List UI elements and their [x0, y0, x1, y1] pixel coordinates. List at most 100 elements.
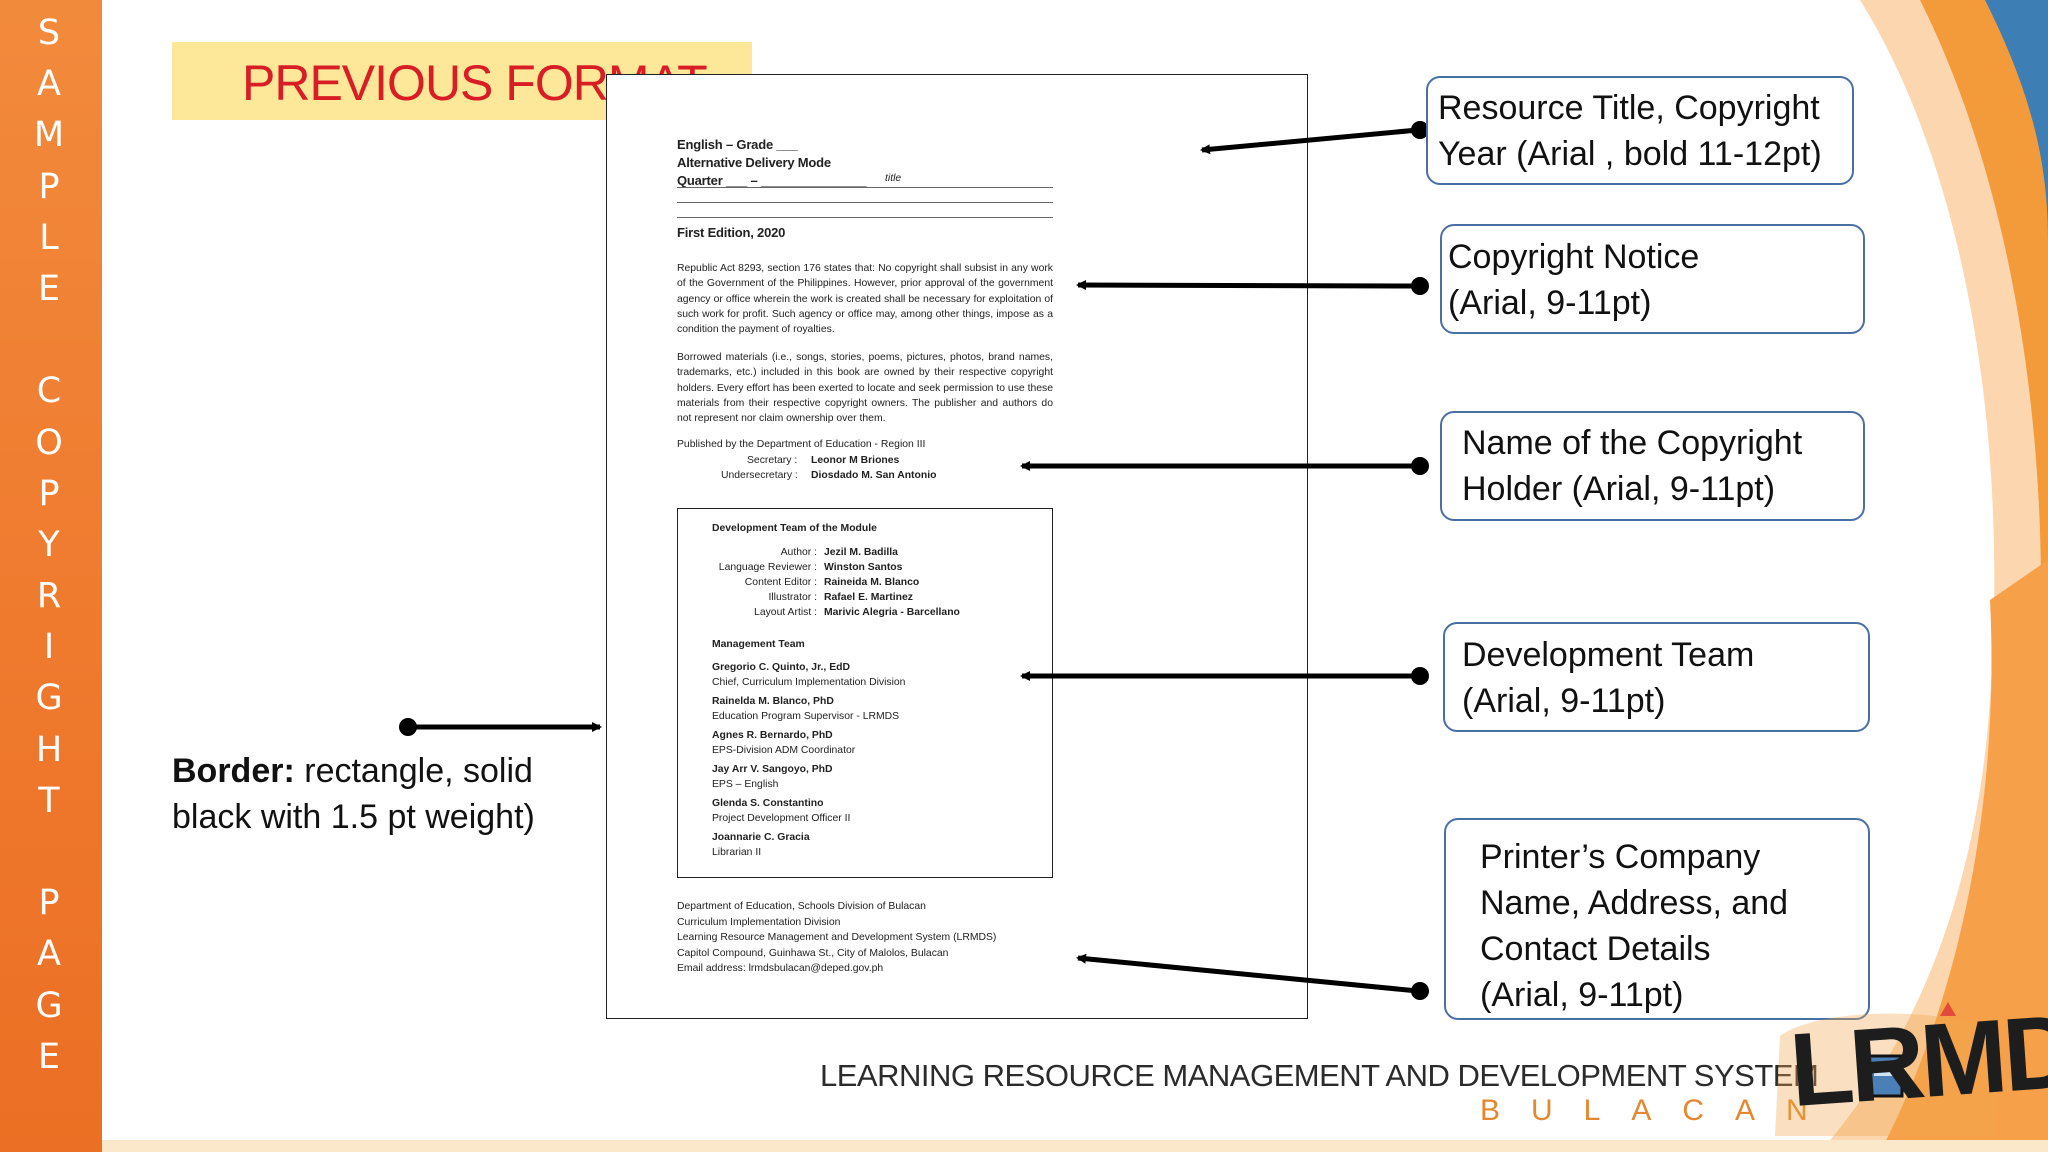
side-letter: S: [37, 13, 61, 53]
management-title: Chief, Curriculum Implementation Divisio…: [712, 677, 906, 688]
side-letter: P: [38, 166, 60, 207]
management-name: Jay Arr V. Sangoyo, PhD: [712, 764, 833, 775]
footer-location: BULACAN: [1480, 1094, 1839, 1127]
doc-borrowed-paragraph: Borrowed materials (i.e., songs, stories…: [677, 352, 1053, 425]
dev-role-name: Rafael E. Martinez: [824, 592, 913, 603]
doc-secretary-label: Secretary :: [747, 455, 798, 466]
management-name: Agnes R. Bernardo, PhD: [712, 730, 833, 741]
arrow-border: [399, 718, 602, 736]
dev-role-label: Content Editor :: [744, 577, 817, 588]
document-page: English – Grade ___ Alternative Delivery…: [606, 74, 1308, 1019]
doc-copyright-paragraph: Republic Act 8293, section 176 states th…: [677, 263, 1053, 336]
side-letter: Y: [38, 524, 60, 565]
callout-development-team: Development Team (Arial, 9-11pt): [1443, 622, 1870, 732]
callout-line: (Arial, 9-11pt): [1462, 682, 1666, 720]
side-letter: O: [35, 422, 63, 463]
dev-role-label: Author :: [780, 547, 817, 558]
doc-undersecretary-name: Diosdado M. San Antonio: [811, 470, 937, 481]
management-name: Gregorio C. Quinto, Jr., EdD: [712, 662, 850, 673]
management-title: Project Development Officer II: [712, 813, 851, 824]
callout-line: Printer’s Company: [1480, 838, 1761, 876]
dev-role-name: Raineida M. Blanco: [824, 577, 920, 588]
doc-secretary-name: Leonor M Briones: [811, 455, 900, 466]
callout-printer: Printer’s Company Name, Address, and Con…: [1444, 818, 1870, 1020]
address-line: Email address: lrmdsbulacan@deped.gov.ph: [677, 963, 884, 974]
doc-rule: [677, 217, 1053, 218]
address-line: Capitol Compound, Guinhawa St., City of …: [677, 947, 949, 959]
doc-rule: [677, 187, 1053, 188]
address-line: Department of Education, Schools Divisio…: [677, 901, 926, 912]
doc-publisher-line: Published by the Department of Education…: [677, 439, 926, 450]
doc-header-line1: English – Grade ___: [677, 137, 798, 152]
callout-line: Name of the Copyright: [1462, 424, 1803, 462]
arrow-resource-title: [1200, 121, 1429, 155]
management-title: EPS-Division ADM Coordinator: [712, 745, 856, 756]
callout-line: Name, Address, and: [1480, 884, 1789, 922]
border-note: Border: rectangle, solid black with 1.5 …: [172, 748, 592, 840]
arrow-printer: [1076, 953, 1429, 1000]
side-letter: G: [35, 678, 63, 719]
side-letter: L: [39, 217, 59, 258]
callout-line: Resource Title, Copyright: [1438, 89, 1820, 127]
arrow-copyright-notice: [1076, 277, 1429, 295]
doc-title-placeholder: title: [885, 173, 902, 184]
callout-line: (Arial, 9-11pt): [1480, 976, 1684, 1014]
doc-undersecretary-label: Undersecretary :: [721, 470, 798, 481]
callout-copyright-notice: Copyright Notice (Arial, 9-11pt): [1440, 224, 1865, 334]
dev-role-name: Jezil M. Badilla: [824, 547, 898, 558]
side-letter: T: [38, 780, 60, 821]
side-letter: R: [36, 576, 62, 617]
address-line: Curriculum Implementation Division: [677, 916, 841, 928]
arrow-copyright-holder: [1020, 457, 1429, 475]
side-letter: M: [33, 115, 65, 156]
side-letter: H: [35, 729, 63, 770]
callout-line: Year (Arial , bold 11-12pt): [1438, 135, 1822, 173]
side-letter: A: [37, 64, 61, 105]
logo-text: LRMDS: [1786, 988, 2048, 1130]
management-name: Glenda S. Constantino: [712, 798, 824, 809]
callout-resource-title: Resource Title, Copyright Year (Arial , …: [1426, 76, 1854, 185]
side-letter: G: [35, 985, 63, 1026]
side-letter: I: [43, 627, 55, 668]
border-note-text: rectangle, solid black with 1.5 pt weigh…: [172, 752, 535, 836]
dev-role-label: Illustrator :: [768, 592, 817, 603]
dev-role-name: Winston Santos: [824, 562, 903, 573]
callout-line: Holder (Arial, 9-11pt): [1462, 470, 1776, 508]
side-letter: P: [38, 883, 60, 924]
footer-system-name: LEARNING RESOURCE MANAGEMENT AND DEVELOP…: [820, 1058, 1819, 1093]
doc-header-line3: Quarter ___ – _______________: [677, 173, 867, 188]
callout-line: Contact Details: [1480, 930, 1711, 968]
side-letter: C: [36, 371, 62, 412]
side-letter: P: [38, 473, 60, 514]
callout-line: Copyright Notice: [1448, 238, 1700, 276]
side-letter: E: [37, 1036, 61, 1077]
doc-header-line2: Alternative Delivery Mode: [677, 155, 831, 170]
arrow-development-team: [1020, 667, 1429, 685]
doc-rule: [677, 202, 1053, 203]
doc-edition: First Edition, 2020: [677, 225, 786, 240]
side-letter: A: [37, 934, 61, 975]
side-letter: E: [37, 268, 61, 309]
callout-line: Development Team: [1462, 636, 1755, 674]
management-title: Education Program Supervisor - LRMDS: [712, 711, 900, 722]
callout-line: (Arial, 9-11pt): [1448, 284, 1652, 322]
lrmds-logo-icon: [1775, 1002, 2000, 1136]
dev-role-label: Language Reviewer :: [718, 562, 817, 573]
dev-role-label: Layout Artist :: [754, 607, 817, 618]
development-team-box: Development Team of the Module Author : J…: [677, 508, 1053, 878]
border-note-label: Border:: [172, 752, 295, 790]
management-name: Joannarie C. Gracia: [712, 832, 810, 843]
management-title: EPS – English: [712, 779, 779, 790]
management-heading: Management Team: [712, 639, 805, 650]
dev-role-name: Marivic Alegria - Barcellano: [824, 607, 960, 618]
dev-team-heading: Development Team of the Module: [712, 523, 877, 534]
management-title: Librarian II: [712, 847, 762, 858]
management-name: Rainelda M. Blanco, PhD: [712, 696, 834, 707]
callout-copyright-holder: Name of the Copyright Holder (Arial, 9-1…: [1440, 411, 1865, 521]
address-line: Learning Resource Management and Develop…: [677, 932, 997, 943]
